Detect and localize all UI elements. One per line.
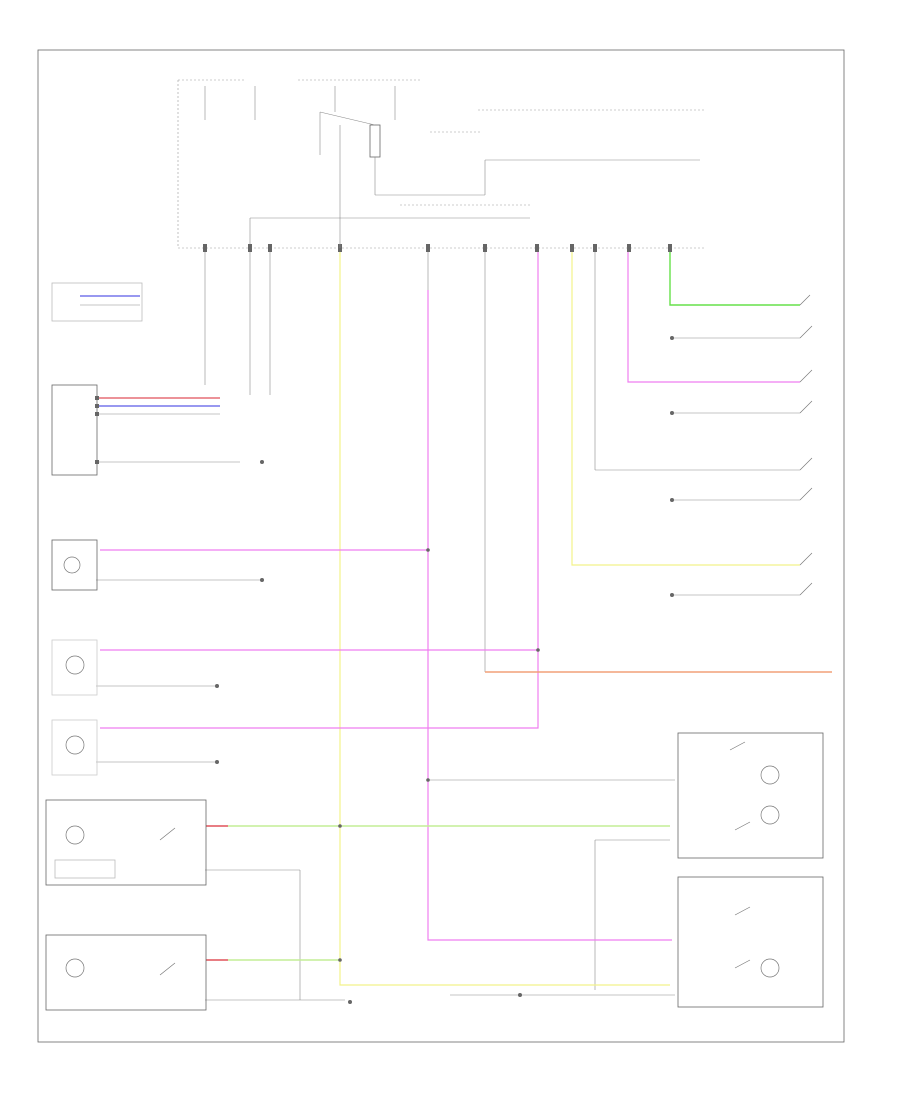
ground-icon (215, 760, 219, 764)
grounds (215, 336, 674, 1004)
lamp-icon (63, 556, 81, 574)
right-components (677, 294, 824, 1008)
trunk-wires (204, 125, 800, 1001)
diagram-border (37, 49, 845, 1043)
lamp-icon (65, 825, 85, 845)
power-distribution-section (177, 79, 706, 252)
switch-icon (734, 906, 751, 969)
lamp-icon (65, 655, 85, 675)
connector-icon (203, 244, 207, 252)
switch-icon (159, 962, 176, 976)
ground-icon (518, 993, 522, 997)
colored-wires (80, 252, 832, 986)
control-module-box (51, 384, 98, 476)
ground-icon (260, 460, 264, 464)
connector-icon (483, 244, 487, 252)
switch-icon (799, 552, 813, 596)
ground-icon (670, 336, 674, 340)
overhead-console-box (677, 876, 824, 1008)
ground-icon (670, 593, 674, 597)
connector-icon (593, 244, 597, 252)
connector-icon (426, 244, 430, 252)
pink-wire (427, 290, 672, 941)
yellow-wire (339, 252, 670, 986)
connector-icon (668, 244, 672, 252)
ground-icon (670, 498, 674, 502)
yellow-wire (571, 252, 800, 566)
lamp-icon (760, 805, 780, 825)
green-wire (669, 252, 800, 306)
pink-wire (100, 252, 539, 729)
lamp-icon (65, 958, 85, 978)
switch-icon (729, 741, 751, 831)
ground-icon (215, 684, 219, 688)
switch-icon (159, 827, 176, 841)
lamp-icon (760, 765, 780, 785)
splices (338, 548, 540, 962)
left-components (45, 282, 207, 1011)
lamp-icon (760, 958, 780, 978)
connector-icon (627, 244, 631, 252)
pink-wire (627, 252, 800, 383)
connector-icon (268, 244, 272, 252)
lamp-icon (65, 735, 85, 755)
ground-icon (348, 1000, 352, 1004)
switch-icon (799, 369, 813, 414)
connector-icon (248, 244, 252, 252)
switch-icon (799, 294, 813, 339)
connector-icon (570, 244, 574, 252)
connector-icon (535, 244, 539, 252)
interior-lamp-box (677, 732, 824, 859)
ground-icon (260, 578, 264, 582)
ground-icon (670, 411, 674, 415)
switch-icon (799, 457, 813, 501)
